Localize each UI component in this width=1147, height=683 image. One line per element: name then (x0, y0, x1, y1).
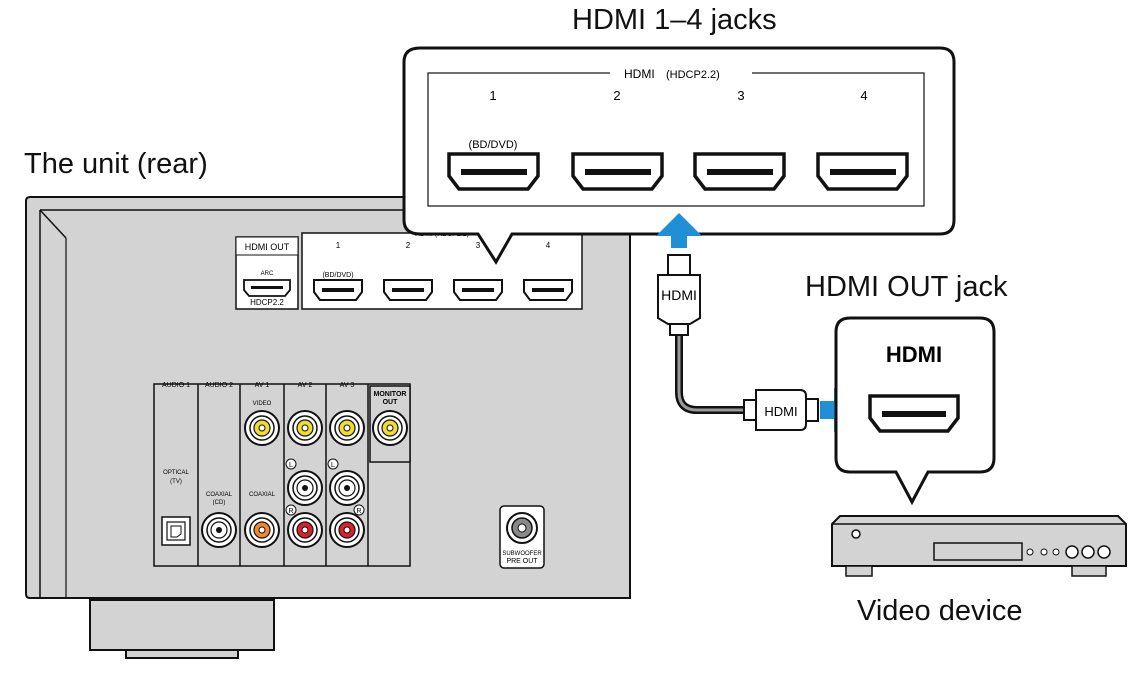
optical-line1: OPTICAL (163, 470, 189, 476)
unit-hdmi-port-4 (523, 279, 573, 301)
svg-text:R: R (288, 508, 293, 515)
unit-hdmi-input-ports: HDMI (HDCP2.2) 1 2 3 4 (BD/DVD) (301, 231, 583, 310)
av3-right-marker: R (353, 504, 365, 516)
section-av2: AV 2 (298, 382, 313, 389)
video-label: VIDEO (253, 401, 272, 407)
device-hdmi-label: HDMI (886, 342, 942, 367)
optical-line2: (TV) (170, 479, 182, 485)
subwoofer-line1: SUBWOOFER (502, 551, 542, 557)
section-av1: AV 1 (255, 382, 270, 389)
audio2-coaxial-jack (201, 512, 237, 548)
zoom-group-sublabel: (HDCP2.2) (666, 69, 720, 81)
unit-hdcp-text: HDCP2.2 (250, 298, 284, 307)
av3-video-jack (329, 410, 365, 446)
svg-text:L: L (331, 462, 335, 469)
unit-hdmi-num-2: 2 (406, 241, 411, 250)
av2-right-marker: R (285, 504, 297, 516)
section-av3: AV 3 (340, 382, 355, 389)
unit-hdmi-out-port: HDMI OUT ARC HDCP2.2 (235, 236, 299, 310)
av2-video-jack (287, 410, 323, 446)
unit-arc-text: ARC (261, 271, 274, 277)
svg-text:L: L (289, 462, 293, 469)
monitor-out-line1: MONITOR (374, 391, 407, 398)
zoom-hdmi-port-1 (447, 152, 540, 191)
zoom-hdmi-port-4 (816, 152, 909, 191)
top-plug-label: HDMI (661, 287, 697, 303)
zoom-jack-number-3: 3 (737, 88, 744, 103)
av2-audio-left-jack (287, 470, 323, 506)
hdmi-cable: HDMI HDMI (657, 254, 819, 431)
unit-hdmi-num-1: 1 (336, 241, 341, 250)
av1-video-jack (244, 410, 280, 446)
av3-left-marker: L (327, 458, 339, 470)
hdmi-zoom-callout: HDMI (HDCP2.2) 1 2 3 4 (BD/DVD) (402, 46, 956, 265)
unit-hdmi-port-2 (383, 279, 433, 301)
zoom-jack-number-1: 1 (489, 88, 496, 103)
disc-tray (933, 542, 1023, 561)
unit-av-sections: AUDIO 1 AUDIO 2 AV 1 AV 2 AV 3 MONITOR O… (153, 382, 411, 567)
av1-coaxial-jack (244, 512, 280, 548)
unit-hdmi-port-3 (453, 279, 503, 301)
audio1-optical-jack (161, 516, 191, 546)
section-audio1: AUDIO 1 (162, 382, 190, 389)
arrow-up-icon (656, 213, 702, 248)
device-hdmi-port (868, 394, 960, 433)
video-device-label: Video device (857, 595, 1023, 627)
device-hdmi-callout: HDMI (834, 316, 996, 506)
zoom-jack-1-sublabel: (BD/DVD) (469, 139, 518, 151)
subwoofer-pre-out: SUBWOOFER PRE OUT (499, 505, 545, 569)
zoom-jack-number-2: 2 (613, 88, 620, 103)
coaxial-label: COAXIAL (249, 492, 276, 498)
av2-audio-right-jack (287, 512, 323, 548)
zoom-jack-number-4: 4 (860, 88, 867, 103)
av3-audio-right-jack (329, 512, 365, 548)
unit-hdmi-num-4: 4 (546, 241, 551, 250)
unit-hdmi-out-text: HDMI OUT (245, 242, 290, 252)
coaxial-cd-line1: COAXIAL (206, 492, 233, 498)
top-plug-tip (667, 254, 691, 276)
side-plug-body (755, 389, 807, 431)
hdmi-out-jack-label: HDMI OUT jack (805, 271, 1008, 303)
video-device-player (831, 515, 1127, 577)
monitor-out-jack (372, 410, 408, 446)
av3-audio-left-jack (329, 470, 365, 506)
subwoofer-line2: PRE OUT (506, 558, 538, 565)
zoom-hdmi-port-2 (571, 152, 664, 191)
top-plug-body (657, 274, 701, 325)
side-plug-tip (805, 398, 819, 422)
side-plug-label: HDMI (764, 404, 797, 419)
unit-rear-label: The unit (rear) (24, 148, 208, 180)
unit-hdmi1-sublabel: (BD/DVD) (322, 272, 353, 279)
av2-left-marker: L (285, 458, 297, 470)
zoom-hdmi-port-3 (693, 152, 786, 191)
unit-hdmi-num-3: 3 (476, 241, 481, 250)
section-audio2: AUDIO 2 (205, 382, 233, 389)
power-button-icon (851, 529, 861, 539)
coaxial-cd-line2: (CD) (213, 500, 226, 506)
svg-text:R: R (356, 508, 361, 515)
monitor-out-line2: OUT (383, 399, 399, 406)
hdmi-jacks-title: HDMI 1–4 jacks (572, 4, 777, 36)
unit-hdmi-port-1 (313, 279, 363, 301)
zoom-group-label: HDMI (624, 67, 655, 81)
